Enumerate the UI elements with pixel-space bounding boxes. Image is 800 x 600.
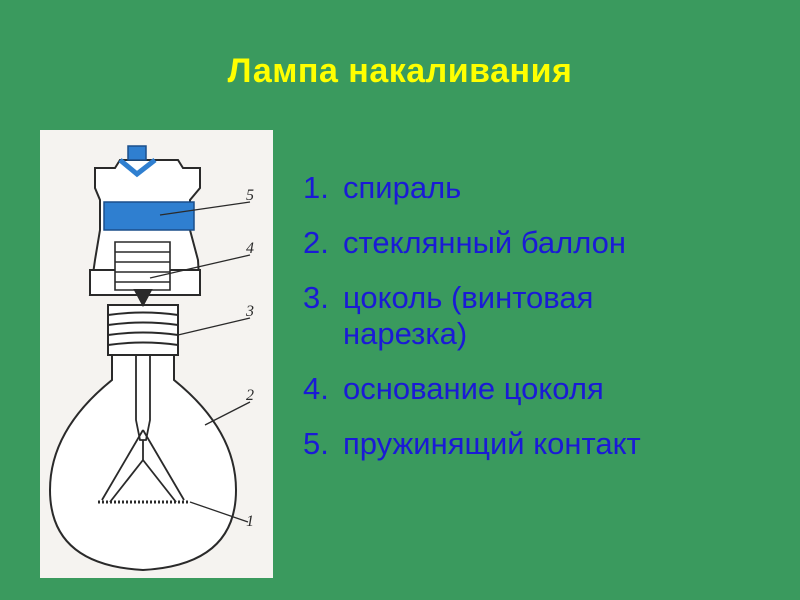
item-number: 5. <box>303 426 329 461</box>
slide-title: Лампа накаливания <box>227 52 573 90</box>
lamp-cap <box>107 289 179 356</box>
list-item: 1. спираль <box>303 170 723 206</box>
item-number: 3. <box>303 280 329 315</box>
callout-3: 3 <box>245 303 254 320</box>
spring-contact <box>103 145 195 231</box>
callout-2: 2 <box>246 387 254 404</box>
item-label: цоколь (винтовая нарезка) <box>343 280 594 351</box>
callout-5: 5 <box>246 187 254 204</box>
list-item: 3. цоколь (винтовая нарезка) <box>303 280 723 352</box>
base-thread <box>114 241 171 291</box>
callout-4: 4 <box>246 240 254 257</box>
item-label: спираль <box>343 170 462 205</box>
parts-list: 1. спираль 2. стеклянный баллон 3. цокол… <box>303 170 723 481</box>
list-item: 2. стеклянный баллон <box>303 225 723 261</box>
item-label: основание цоколя <box>343 371 604 406</box>
glass-stem <box>101 355 185 503</box>
item-label: стеклянный баллон <box>343 225 626 260</box>
item-number: 2. <box>303 225 329 260</box>
list-item: 5. пружинящий контакт <box>303 426 723 462</box>
callout-1: 1 <box>246 513 254 530</box>
lamp-drawing: 5 4 3 2 1 <box>48 145 254 572</box>
item-number: 1. <box>303 170 329 205</box>
list-item: 4. основание цоколя <box>303 371 723 407</box>
lamp-diagram: 5 4 3 2 1 <box>40 130 273 578</box>
item-number: 4. <box>303 371 329 406</box>
glass-bulb <box>48 354 238 572</box>
item-label: пружинящий контакт <box>343 426 641 461</box>
leader-lines <box>149 201 251 523</box>
